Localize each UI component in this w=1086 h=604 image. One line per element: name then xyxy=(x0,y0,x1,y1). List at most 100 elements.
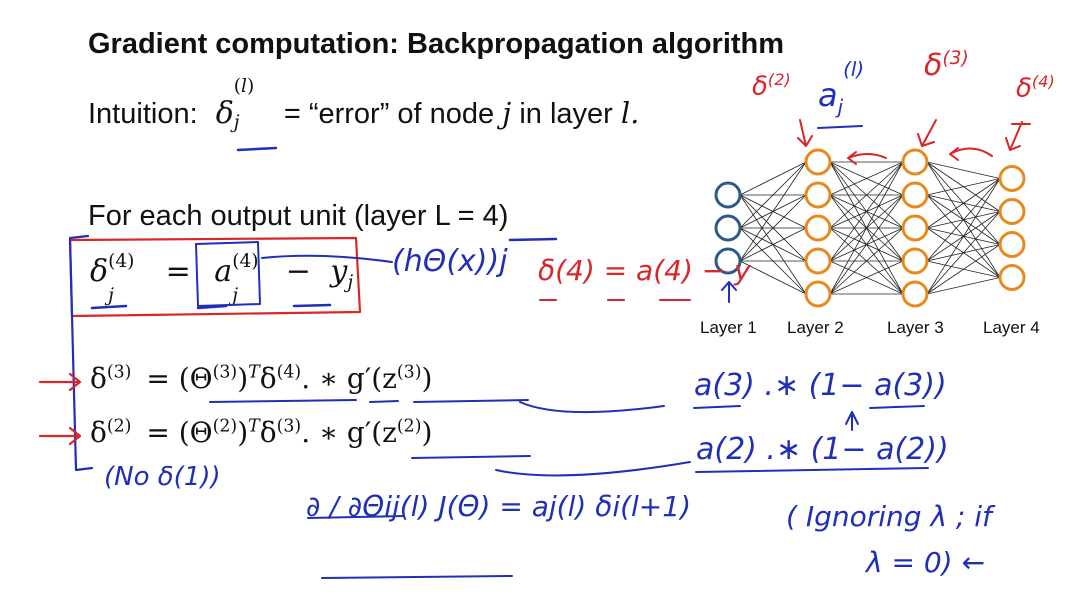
delta4-lhs: δ(4)j xyxy=(90,251,135,306)
minus-sign: − xyxy=(285,254,311,289)
layer-4-label: Layer 4 xyxy=(983,318,1040,337)
red-arrow-layer3 xyxy=(917,119,937,147)
caret-hand xyxy=(845,411,859,431)
delta2-tail: . ∗ g′(z xyxy=(301,416,397,449)
red-arrow-layer4 xyxy=(1005,121,1023,151)
network-edge xyxy=(829,260,904,295)
delta2-eq: = (Θ xyxy=(146,416,213,449)
underline-hand-a2 xyxy=(695,467,929,473)
intuition-error-text: = “error” of node xyxy=(283,98,495,130)
network-node xyxy=(901,181,929,209)
underline-partial xyxy=(321,575,513,579)
network-node xyxy=(714,214,742,242)
hand-deriv-a2: a(2) .∗ (1− a(2)) xyxy=(696,432,949,467)
network-edge xyxy=(829,161,904,295)
hand-partial-derivative: ∂ / ∂Θij(l) J(Θ) = aj(l) δi(l+1) xyxy=(306,490,691,523)
network-node xyxy=(804,280,832,308)
network-node xyxy=(901,214,929,242)
underline-a4 xyxy=(196,304,228,310)
intuition-line: Intuition: δ(l)j = “error” of node j in … xyxy=(88,76,640,133)
hand-lambda-zero: λ = 0) ← xyxy=(866,546,985,579)
underline-delta4 xyxy=(90,304,128,310)
network-node xyxy=(804,247,832,275)
layer-2-label: Layer 2 xyxy=(787,318,844,337)
network-node xyxy=(998,165,1026,192)
layer-1-label: Layer 1 xyxy=(700,318,757,337)
fraction-bar xyxy=(307,515,405,519)
hand-delta2-net: δ(2) xyxy=(752,70,791,102)
network-edge xyxy=(829,194,904,295)
underline-intuition-delta xyxy=(236,146,278,152)
underline-hand-a3 xyxy=(693,405,741,409)
network-edge xyxy=(926,178,1001,262)
hand-no-delta1: (No δ(1)) xyxy=(104,462,221,492)
network-edge xyxy=(739,161,807,196)
output-unit-label: For each output unit (layer L = 4) xyxy=(88,200,509,232)
network-edge xyxy=(926,178,1001,196)
underline-theta3 xyxy=(209,399,357,403)
network-edge xyxy=(739,194,807,262)
neural-network-diagram xyxy=(714,148,1026,308)
delta2-equation: δ(2) = (Θ(2))Tδ(3). ∗ g′(z(2)) xyxy=(90,416,433,449)
network-edge xyxy=(739,161,807,262)
network-edge xyxy=(829,161,904,229)
red-arrow-delta2 xyxy=(38,426,82,446)
red-arrow-layer2 xyxy=(797,119,813,147)
slide-title: Gradient computation: Backpropagation al… xyxy=(88,28,785,60)
network-edge xyxy=(926,178,1001,229)
red-backprop-arrow-2 xyxy=(949,147,993,161)
network-node xyxy=(901,280,929,308)
network-node xyxy=(804,181,832,209)
connector-gprime3 xyxy=(519,401,665,414)
intuition-in-layer: in layer xyxy=(519,98,613,130)
underline-y xyxy=(292,303,332,308)
layer-3-label: Layer 3 xyxy=(887,318,944,337)
blue-left-bracket xyxy=(68,234,94,472)
underline-gprime3 xyxy=(413,399,529,403)
intuition-var-l: l. xyxy=(620,96,640,130)
delta3-tail: . ∗ g′(z xyxy=(301,362,397,395)
intuition-label: Intuition: xyxy=(88,98,198,130)
hand-ignoring-lambda: ( Ignoring λ ; if xyxy=(786,500,992,533)
blue-underline-aj xyxy=(817,125,863,129)
hand-delta3-net: δ(3) xyxy=(924,48,969,83)
underline-gprime2 xyxy=(411,455,531,459)
network-node xyxy=(714,247,742,275)
network-edge xyxy=(926,211,1001,295)
network-node xyxy=(998,264,1026,291)
network-edge xyxy=(739,161,807,229)
network-node xyxy=(901,148,929,176)
network-edge xyxy=(926,161,1001,179)
network-node xyxy=(998,231,1026,258)
underline-hand-a3-2 xyxy=(869,405,925,409)
blue-arrow-up-layer1 xyxy=(721,281,737,303)
network-edge xyxy=(739,227,807,262)
red-arrow-delta3 xyxy=(38,372,82,392)
delta3-eq: = (Θ xyxy=(146,362,213,395)
y-term: yj xyxy=(330,254,354,293)
network-node xyxy=(998,198,1026,225)
underline-L4 xyxy=(508,237,558,242)
a4-term: a(4)j xyxy=(214,251,259,306)
hand-delta4-eq: δ(4) = a(4) − y xyxy=(538,254,751,287)
network-node xyxy=(804,214,832,242)
network-edge xyxy=(739,260,807,295)
intuition-var-j: j xyxy=(502,96,512,130)
network-edge xyxy=(926,244,1001,295)
underline-dotstar3 xyxy=(369,400,399,403)
delta4-equation: δ(4)j = a(4)j − yj xyxy=(90,251,354,306)
network-edge xyxy=(829,161,904,262)
network-edge xyxy=(926,178,1001,295)
network-node xyxy=(901,247,929,275)
hand-h-theta: (hΘ(x))j xyxy=(392,244,508,279)
delta-jl-symbol: δ(l)j xyxy=(215,76,255,133)
delta3-equation: δ(3) = (Θ(3))Tδ(4). ∗ g′(z(3)) xyxy=(90,362,433,395)
network-edge xyxy=(829,227,904,295)
hand-aj-net: aj(l) xyxy=(818,58,865,119)
network-node xyxy=(804,148,832,176)
hand-delta4-net: δ(4) xyxy=(1016,72,1055,104)
red-backprop-arrow-1 xyxy=(847,151,887,165)
connector-gprime2 xyxy=(495,461,691,477)
blue-box-a4 xyxy=(195,241,261,307)
